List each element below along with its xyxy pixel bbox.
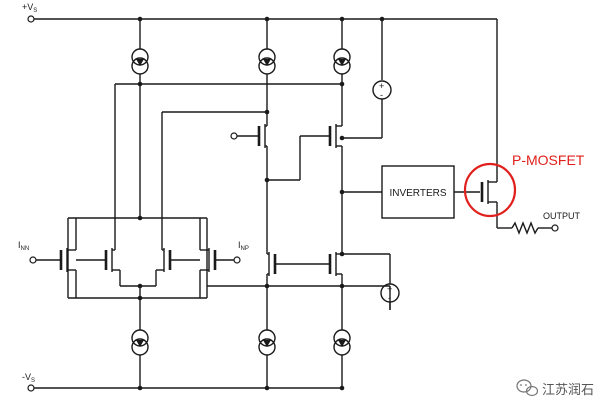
watermark-text: 江苏润石 <box>542 382 594 397</box>
vs-pos-terminal <box>27 15 35 23</box>
wechat-logo-icon <box>516 379 539 397</box>
input-transistor-right-inner <box>156 248 200 272</box>
inp-terminal <box>233 256 241 264</box>
bottom-current-source-left <box>131 298 149 388</box>
vs-pos-label: +VS <box>22 2 37 14</box>
bottom-current-source-mid <box>258 322 276 388</box>
input-transistor-left-inner <box>76 248 120 272</box>
upper-voltage-source: + - <box>372 80 392 100</box>
inn-terminal <box>29 256 37 264</box>
lower-nmos-right <box>328 252 342 276</box>
output-label: OUTPUT <box>543 211 581 221</box>
upper-pmos-right <box>328 124 342 148</box>
svg-text:-: - <box>380 90 383 100</box>
lower-nmos-left <box>267 252 277 276</box>
bottom-current-source-right <box>333 322 351 388</box>
pmosfet-label: P-MOSFET <box>512 152 585 168</box>
positive-supply-rail <box>27 15 498 178</box>
input-transistor-left-outer <box>29 248 76 272</box>
inn-label: INN <box>18 240 29 252</box>
bias-input-terminal <box>230 132 238 140</box>
top-current-source-right <box>333 19 351 84</box>
output-pmosfet <box>480 178 498 228</box>
svg-text:+: + <box>379 81 384 91</box>
negative-supply-rail <box>27 384 342 392</box>
upper-pmos-left <box>230 124 267 148</box>
pmosfet-highlight-circle <box>463 162 517 218</box>
output-terminal <box>551 224 559 232</box>
inp-label: INP <box>238 240 249 252</box>
inverters-label: INVERTERS <box>389 188 446 199</box>
top-current-source-mid <box>258 19 276 112</box>
top-current-source-left <box>131 19 149 84</box>
output-resistor <box>497 221 559 235</box>
watermark: 江苏润石 <box>516 379 594 397</box>
vs-neg-label: -VS <box>22 372 35 384</box>
input-transistor-right-outer <box>200 248 241 272</box>
inverters-block: INVERTERS <box>381 165 455 219</box>
vs-neg-terminal <box>27 384 35 392</box>
